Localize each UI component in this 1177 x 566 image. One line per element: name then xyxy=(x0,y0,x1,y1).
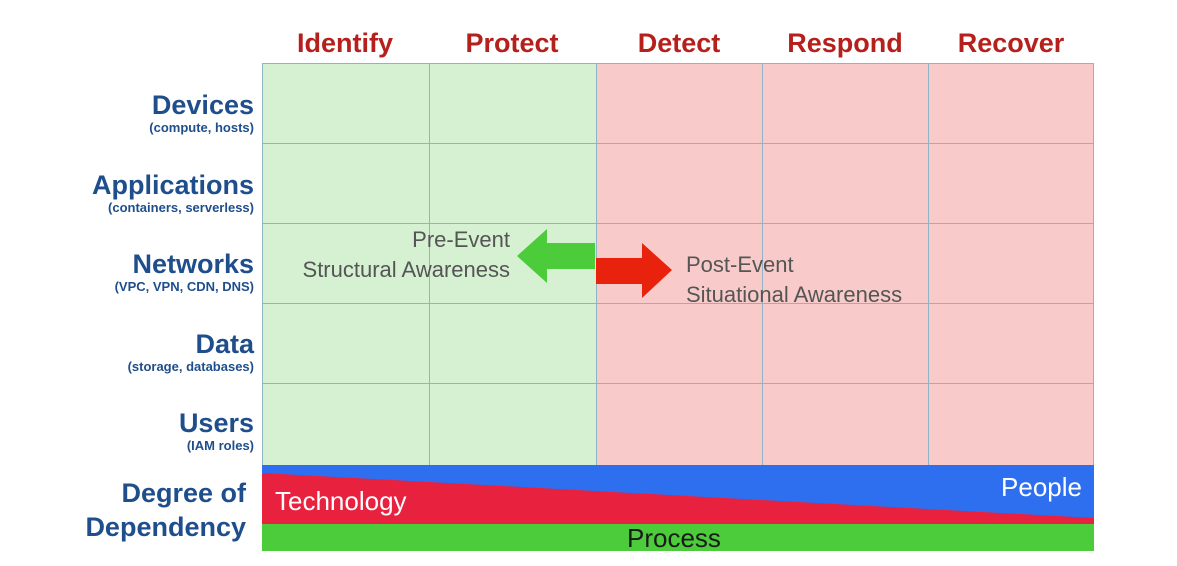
grid-cell xyxy=(262,63,430,144)
row-subtitle: (compute, hosts) xyxy=(149,120,254,135)
post-event-line1: Post-Event xyxy=(686,252,794,277)
column-header-protect: Protect xyxy=(465,28,559,58)
row-label-users: Users (IAM roles) xyxy=(179,408,254,454)
column-header-respond: Respond xyxy=(787,28,903,58)
post-event-label: Post-Event Situational Awareness xyxy=(686,250,902,310)
process-band xyxy=(262,524,1094,551)
people-label: People xyxy=(1001,472,1082,502)
row-title: Applications xyxy=(91,170,254,200)
row-title: Data xyxy=(195,329,254,359)
grid-cell xyxy=(928,303,1094,384)
row-title: Users xyxy=(178,408,254,438)
grid-cell xyxy=(262,303,430,384)
column-header-identify: Identify xyxy=(296,28,393,58)
grid-cell xyxy=(429,63,597,144)
technology-label: Technology xyxy=(275,486,407,516)
dependency-label-line1: Degree of xyxy=(121,478,246,508)
grid-cell xyxy=(762,63,929,144)
row-label-devices: Devices (compute, hosts) xyxy=(149,90,254,136)
right-arrow-icon xyxy=(596,243,672,298)
grid-cell xyxy=(928,63,1094,144)
pre-event-line1: Pre-Event xyxy=(412,227,510,252)
row-subtitle: (containers, serverless) xyxy=(108,200,254,215)
dependency-label: Degree of Dependency xyxy=(60,476,246,544)
row-label-networks: Networks (VPC, VPN, CDN, DNS) xyxy=(115,249,254,295)
column-header-detect: Detect xyxy=(637,28,721,58)
row-title: Networks xyxy=(132,249,254,279)
row-title: Devices xyxy=(151,90,254,120)
post-event-line2: Situational Awareness xyxy=(686,282,903,307)
row-subtitle: (storage, databases) xyxy=(127,359,254,374)
grid-cell xyxy=(262,223,430,304)
dependency-label-line2: Dependency xyxy=(85,512,246,542)
grid-cell xyxy=(262,383,430,466)
grid-cell xyxy=(762,223,929,304)
column-header-recover: Recover xyxy=(957,28,1065,58)
pre-event-line2: Structural Awareness xyxy=(302,257,510,282)
process-label: Process xyxy=(627,523,721,553)
row-label-data: Data (storage, databases) xyxy=(128,329,254,375)
row-subtitle: (VPC, VPN, CDN, DNS) xyxy=(114,279,254,294)
grid-cell xyxy=(429,383,597,466)
left-arrow-icon xyxy=(517,229,595,283)
dependency-bands xyxy=(262,465,1094,551)
pre-event-label: Pre-Event Structural Awareness xyxy=(303,225,510,285)
technology-band xyxy=(262,473,1094,525)
row-label-applications: Applications (containers, serverless) xyxy=(92,170,254,216)
row-subtitle: (IAM roles) xyxy=(186,438,254,453)
grid-cell xyxy=(262,143,430,224)
grid-cell xyxy=(762,303,929,384)
grid-cell xyxy=(429,303,597,384)
grid-cell xyxy=(928,143,1094,224)
grid-cell xyxy=(596,303,763,384)
